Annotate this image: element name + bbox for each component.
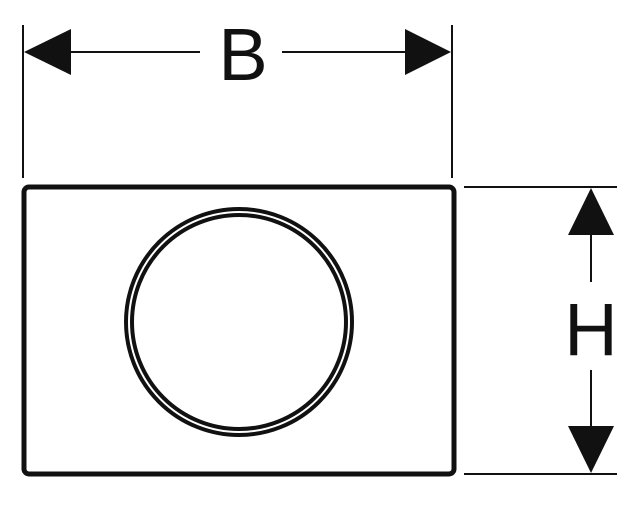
height-dimension: H bbox=[464, 186, 618, 475]
width-label: B bbox=[218, 13, 267, 96]
left-arrow-icon bbox=[24, 29, 71, 75]
circle-button-icon bbox=[124, 207, 354, 437]
right-arrow-icon bbox=[405, 29, 451, 75]
button-inner-ring bbox=[130, 213, 348, 431]
button-outer-ring bbox=[124, 207, 354, 437]
height-label: H bbox=[564, 288, 617, 371]
up-arrow-icon bbox=[568, 188, 614, 235]
width-dimension: B bbox=[22, 13, 453, 178]
plate-outline bbox=[21, 184, 457, 477]
down-arrow-icon bbox=[568, 426, 614, 473]
